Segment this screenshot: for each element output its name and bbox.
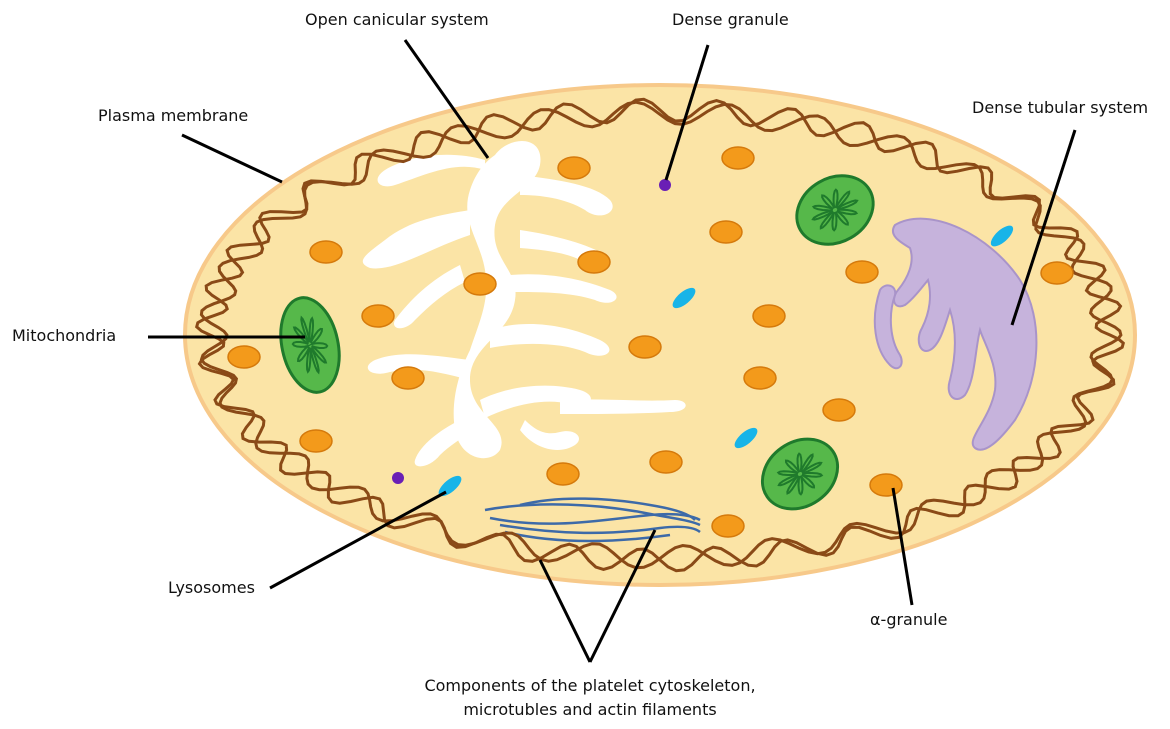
- alpha-granule-body: [744, 367, 776, 389]
- alpha-granule-body: [464, 273, 496, 295]
- label-dense-granule: Dense granule: [672, 10, 789, 30]
- alpha-granule-body: [547, 463, 579, 485]
- label-alpha-granule: α-granule: [870, 610, 947, 630]
- label-dense-tubular-system: Dense tubular system: [972, 98, 1148, 118]
- alpha-granule-body: [578, 251, 610, 273]
- label-plasma-membrane: Plasma membrane: [98, 106, 248, 126]
- alpha-granule-body: [870, 474, 902, 496]
- alpha-granule-body: [362, 305, 394, 327]
- label-cytoskeleton-line1: Components of the platelet cytoskeleton,: [380, 676, 800, 696]
- alpha-granule-body: [629, 336, 661, 358]
- dense-granule-dot: [659, 179, 671, 191]
- alpha-granule-body: [722, 147, 754, 169]
- leader-plasma-membrane: [182, 135, 282, 182]
- dense-granule-dot: [392, 472, 404, 484]
- alpha-granule-body: [558, 157, 590, 179]
- alpha-granule-body: [392, 367, 424, 389]
- alpha-granule-body: [710, 221, 742, 243]
- alpha-granule-body: [1041, 262, 1073, 284]
- alpha-granule-body: [300, 430, 332, 452]
- alpha-granule-body: [712, 515, 744, 537]
- alpha-granule-body: [753, 305, 785, 327]
- label-cytoskeleton-line2: microtubles and actin filaments: [380, 700, 800, 720]
- label-lysosomes: Lysosomes: [168, 578, 255, 598]
- alpha-granule-body: [228, 346, 260, 368]
- alpha-granule-body: [650, 451, 682, 473]
- alpha-granule-body: [823, 399, 855, 421]
- label-mitochondria: Mitochondria: [12, 326, 116, 346]
- alpha-granule-body: [846, 261, 878, 283]
- label-open-canicular-system: Open canicular system: [305, 10, 489, 30]
- alpha-granule-body: [310, 241, 342, 263]
- ocs-channel: [560, 399, 686, 414]
